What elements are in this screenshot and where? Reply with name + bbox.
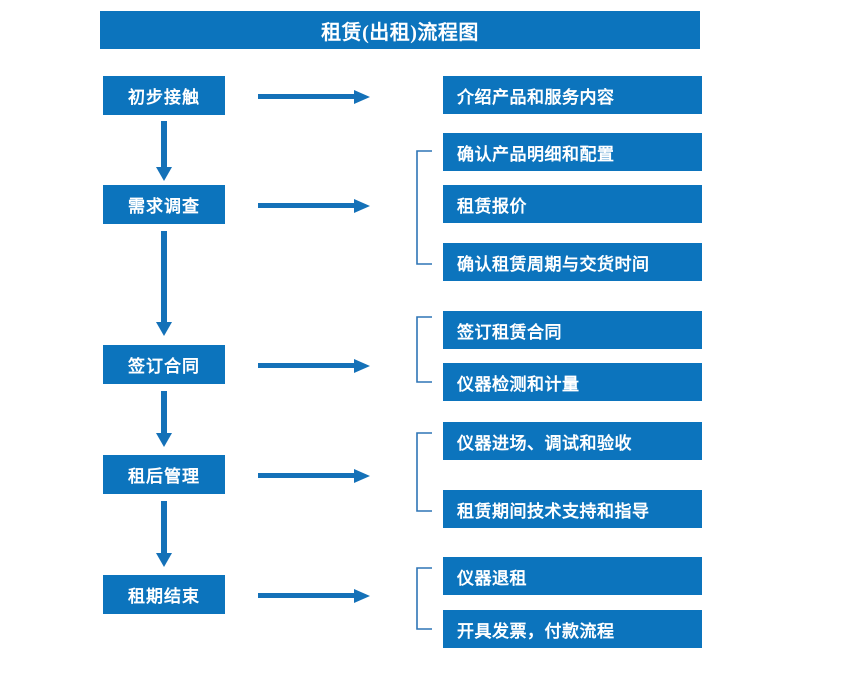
group-bracket-icon (415, 432, 433, 512)
diagram-title: 租赁(出租)流程图 (100, 11, 700, 49)
detail-box[interactable]: 仪器退租 (443, 557, 702, 595)
stage-sign-contract[interactable]: 签订合同 (103, 345, 225, 384)
detail-box[interactable]: 租赁期间技术支持和指导 (443, 490, 702, 528)
group-bracket-icon (415, 567, 433, 630)
horizontal-arrow-icon (258, 357, 370, 375)
detail-box[interactable]: 介绍产品和服务内容 (443, 76, 702, 114)
stage-lease-end[interactable]: 租期结束 (103, 575, 225, 614)
stage-post-rental-management[interactable]: 租后管理 (103, 455, 225, 494)
detail-box[interactable]: 确认产品明细和配置 (443, 133, 702, 171)
stage-needs-survey[interactable]: 需求调查 (103, 185, 225, 224)
down-arrow-icon (150, 231, 178, 336)
down-arrow-icon (150, 121, 178, 181)
detail-box[interactable]: 确认租赁周期与交货时间 (443, 243, 702, 281)
down-arrow-icon (150, 391, 178, 447)
horizontal-arrow-icon (258, 467, 370, 485)
horizontal-arrow-icon (258, 197, 370, 215)
detail-box[interactable]: 租赁报价 (443, 185, 702, 223)
detail-box[interactable]: 签订租赁合同 (443, 311, 702, 349)
horizontal-arrow-icon (258, 88, 370, 106)
stage-initial-contact[interactable]: 初步接触 (103, 76, 225, 115)
group-bracket-icon (415, 316, 433, 383)
horizontal-arrow-icon (258, 587, 370, 605)
detail-box[interactable]: 仪器进场、调试和验收 (443, 422, 702, 460)
detail-box[interactable]: 仪器检测和计量 (443, 363, 702, 401)
group-bracket-icon (415, 150, 433, 265)
detail-box[interactable]: 开具发票，付款流程 (443, 610, 702, 648)
down-arrow-icon (150, 501, 178, 567)
